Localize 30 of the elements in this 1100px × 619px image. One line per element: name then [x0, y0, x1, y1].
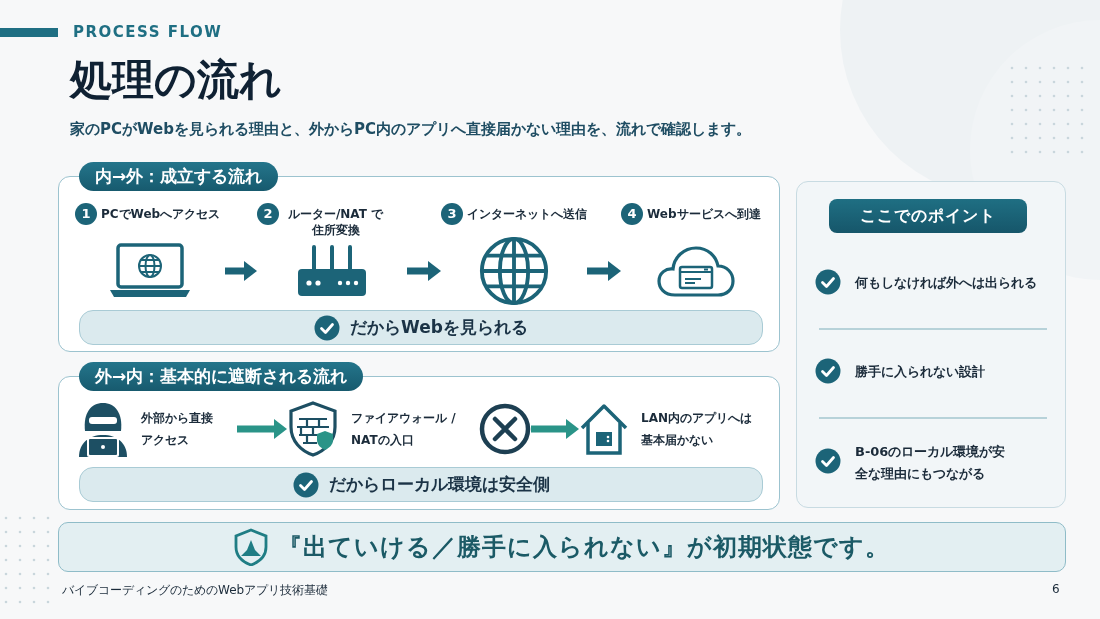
- point-text: 何もしなければ外へは出られる: [855, 274, 1038, 292]
- step-number: 3: [441, 203, 463, 225]
- step-number: 2: [257, 203, 279, 225]
- result-banner: [79, 467, 763, 502]
- section-kicker: PROCESS FLOW: [73, 23, 223, 41]
- flow-step-label: 外部から直接アクセス: [141, 410, 214, 449]
- result-text: だからローカル環境は安全側: [328, 473, 550, 496]
- step-number: 1: [75, 203, 97, 225]
- result-banner: [79, 310, 763, 345]
- section-heading: 外→内：基本的に遮断される流れ: [79, 362, 364, 391]
- summary-text: 『出ていける／勝手に入られない』が初期状態です。: [278, 532, 890, 563]
- page-number: 6: [1052, 582, 1060, 596]
- blocked-x-circle: [479, 403, 531, 455]
- page-title: 処理の流れ: [70, 54, 282, 106]
- flow-step-label: LAN内のアプリへは基本届かない: [641, 410, 753, 449]
- step-label: PCでWebへアクセス: [101, 206, 222, 222]
- footer-text: バイブコーディングのためのWebアプリ技術基礎: [62, 582, 329, 599]
- point-text: 勝手に入られない設計: [855, 363, 986, 381]
- points-heading: ここでのポイント: [829, 199, 1027, 233]
- step-label: インターネットへ送信: [467, 206, 587, 222]
- step-label: Webサービスへ到達: [647, 206, 762, 222]
- result-text: だからWebを見られる: [350, 316, 528, 339]
- step-number: 4: [621, 203, 643, 225]
- step-label: ルーター/NAT で住所変換: [286, 206, 385, 238]
- subtitle: 家のPCがWebを見られる理由と、外からPC内のアプリへ直接届かない理由を、流れで確認します。: [70, 120, 751, 139]
- section-heading: 内→外：成立する流れ: [79, 162, 279, 191]
- points-panel: [796, 181, 1066, 508]
- summary-banner: [58, 522, 1066, 572]
- point-text: B-06のローカル環境が安全な理由にもつながる: [855, 443, 1007, 483]
- flow-step-label: ファイアウォール / NATの入口: [351, 410, 457, 449]
